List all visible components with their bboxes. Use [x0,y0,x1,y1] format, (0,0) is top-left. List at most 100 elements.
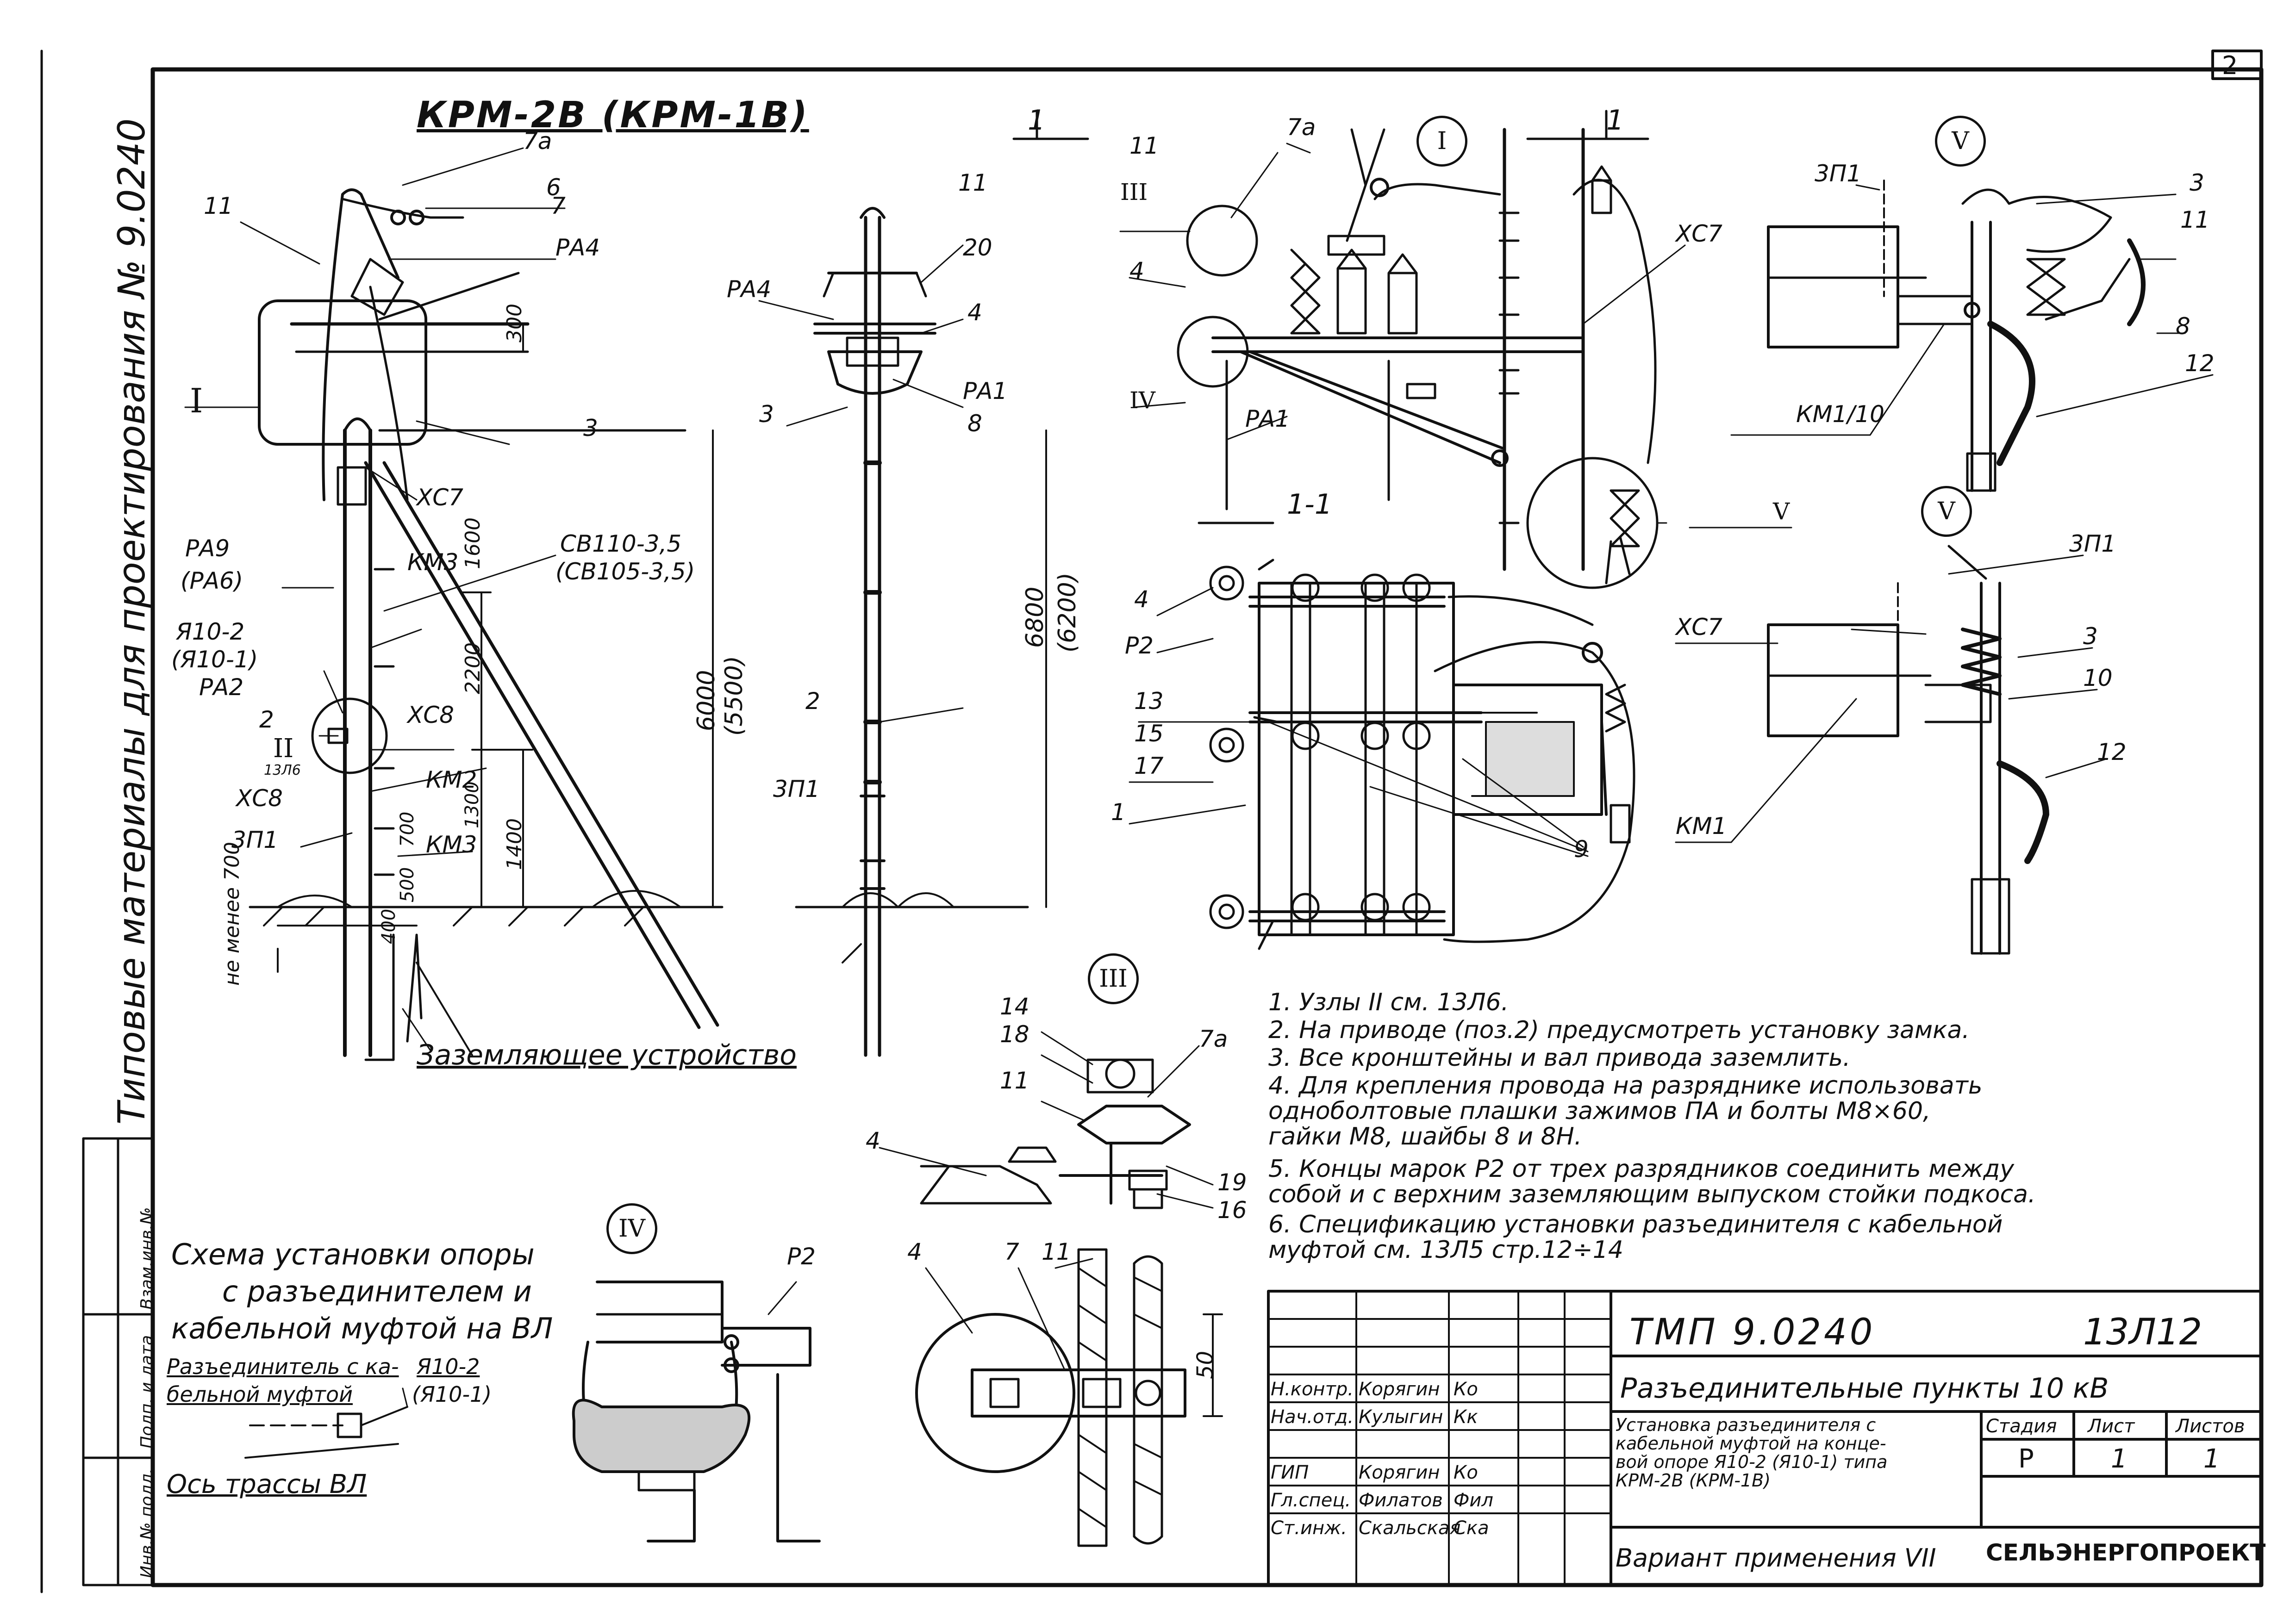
section-1-1-title: 1-1 [1287,488,1332,521]
section-label-13: 13 [1134,688,1164,715]
main-label-pa4: РА4 [555,234,600,261]
main-label-ya10-2: Я10-2 [176,618,245,645]
note-5b: собой и с верхним заземляющим выпуском с… [1268,1181,2036,1208]
detail-V-top-label-3p1: 3П1 [1815,160,1862,187]
detail-V-bottom-label-10: 10 [2083,665,2113,691]
section-label-15: 15 [1134,720,1164,747]
sign-mark-2: Кк [1454,1406,1478,1428]
main-label-1400: 1400 [503,818,526,870]
sign-name-5: Филатов [1359,1490,1443,1511]
detail-V-top-label-11: 11 [2180,206,2210,233]
detail-III-label-7a: 7а [1199,1026,1228,1052]
side-label-pa1: РА1 [963,378,1008,404]
detail-I-section: 1 [1606,104,1624,137]
sign-role-6: Ст.инж. [1271,1517,1347,1539]
project-name: Разъединительные пункты 10 кВ [1620,1372,2109,1405]
main-label-ya10-1: (Я10-1) [171,646,258,673]
main-label-2200: 2200 [461,642,485,694]
main-label-6: 6 [546,174,561,201]
sign-name-4: Корягин [1359,1462,1440,1483]
detail-II-circle [311,697,388,774]
detail-V-top-label-3: 3 [2190,169,2204,196]
sign-mark-5: Фил [1454,1490,1493,1511]
detail-V-bottom-mark: V [1921,486,1972,537]
main-label-min-700: не менее 700 [220,842,244,986]
scheme-axis-label: Ось трассы ВЛ [167,1469,367,1499]
main-label-700: 700 [397,811,418,847]
note-3: 3. Все кронштейны и вал привода заземлит… [1268,1044,1851,1072]
sign-role-2: Нач.отд. [1271,1406,1354,1428]
main-label-xc7: ХС7 [417,484,463,511]
insulator-top [1209,566,1244,601]
sheets-header: Листов [2176,1416,2245,1437]
detail-III-label-18: 18 [1000,1021,1029,1048]
side-stamp-inv: Инв.№ подл. [137,1468,156,1578]
side-stamp-sign: Подп. и дата [137,1335,156,1449]
detail-V-top-label-12: 12 [2185,350,2215,377]
scheme-disconnector-1: Разъединитель с ка- [167,1354,399,1379]
main-label-400: 400 [378,908,399,944]
detail-III-label-4: 4 [866,1127,880,1154]
insulator-bottom [1209,894,1244,929]
detail-V-bottom-label-12: 12 [2097,739,2127,765]
side-label-8: 8 [967,410,982,437]
note-2: 2. На приводе (поз.2) предусмотреть уста… [1268,1016,1970,1044]
detail-I-label-7a: 7а [1287,114,1316,141]
main-label-7: 7 [551,193,566,219]
section-label-p2: Р2 [1125,632,1154,659]
detail-V-top-mark: V [1935,116,1986,167]
clamp-label-11: 11 [1042,1238,1071,1265]
scheme-drawing [244,1387,408,1459]
detail-V-bottom-drawing [1675,545,2107,955]
detail-IV-call-circle [1177,316,1249,388]
detail-V-bottom-label-km1: КМ1 [1676,813,1727,839]
detail-V-call-circle [1526,457,1659,589]
main-label-km2: КМ2 [426,766,477,793]
side-label-2: 2 [805,688,820,715]
drawing-title-3: вой опоре Я10-2 (Я10-1) типа [1616,1452,1888,1472]
section-label-4: 4 [1134,586,1149,613]
section-label-1: 1 [1111,799,1126,826]
sheet-number-box [2211,50,2263,80]
main-label-pa6: (РА6) [181,567,243,594]
sign-role-1: Н.контр. [1271,1379,1354,1400]
scheme-title-3: кабельной муфтой на ВЛ [171,1312,553,1345]
detail-V-bottom-label-3: 3 [2083,623,2098,650]
stage-value: Р [2018,1444,2034,1474]
detail-III-label-19: 19 [1217,1169,1247,1196]
main-label-3p1: 3П1 [231,827,279,853]
detail-V-top-label-km1: КМ1/10 [1796,401,1884,428]
main-label-xc8-right: ХС8 [407,702,454,728]
sheet-code: 13Л12 [2083,1312,2202,1353]
detail-III-label-14: 14 [1000,993,1029,1020]
detail-III-mark: III [1088,953,1139,1004]
side-stamp-replaced: Взам.инв.№ [137,1207,156,1310]
detail-III-drawing [879,1031,1214,1209]
main-label-5500: (5500) [720,656,748,736]
sign-mark-4: Ко [1454,1462,1478,1483]
note-4c: гайки М8, шайбы 8 и 8Н. [1268,1123,1582,1150]
grounding-device-label: Заземляющее устройство [417,1039,797,1071]
scheme-disconnector-2: бельной муфтой [167,1382,353,1407]
main-view-title: КРМ-2В (КРМ-1В) [417,94,809,136]
detail-V-top-drawing [1730,180,2214,492]
detail-III-label-16: 16 [1217,1197,1247,1224]
scheme-arrester-2: (Я10-1) [412,1382,492,1407]
clamp-label-7: 7 [1004,1238,1019,1265]
detail-IV-drawing [572,1281,821,1542]
main-label-pa2: РА2 [199,674,244,701]
main-label-cb105: (СВ105-3,5) [555,558,695,585]
note-4b: одноболтовые плашки зажимов ПА и болты М… [1268,1097,1931,1125]
main-label-2: 2 [259,706,274,733]
variant: Вариант применения VII [1616,1543,1936,1573]
sign-name-2: Кулыгин [1359,1406,1443,1428]
detail-III-call-circle [1186,205,1258,277]
main-label-6000: 6000 [693,670,720,731]
main-label-1600: 1600 [461,517,485,569]
detail-I-mark: I [1416,116,1467,167]
detail-I-label-pa1: РА1 [1245,405,1290,432]
sheet-number: 2 [2222,51,2238,80]
detail-I-label-IV: IV [1129,387,1155,414]
sign-name-1: Корягин [1359,1379,1440,1400]
